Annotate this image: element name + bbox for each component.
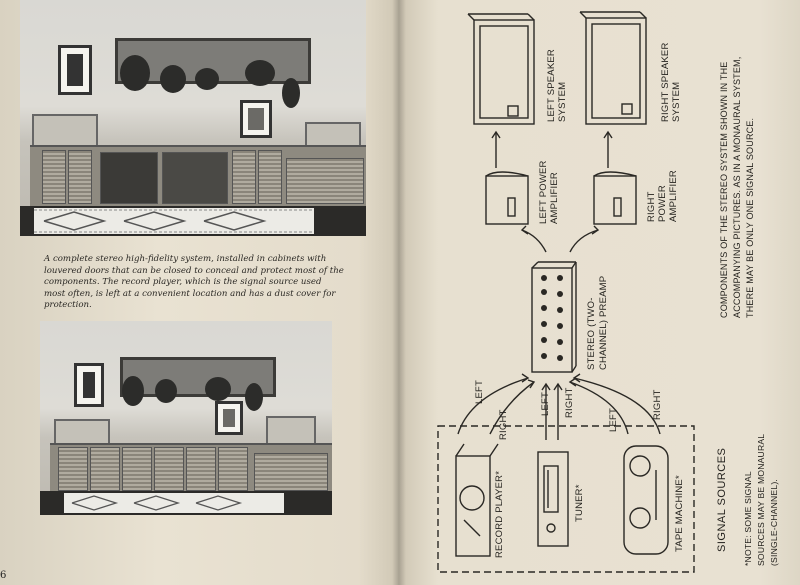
photo-caption: A complete stereo high-fidelity system, … — [44, 254, 344, 310]
components-note: COMPONENTS OF THE STEREO SYSTEM SHOWN IN… — [719, 56, 755, 318]
preamp-label: STEREO (TWO-CHANNEL) PREAMP — [586, 275, 609, 370]
arrow-label-right-1: RIGHT — [498, 409, 509, 440]
right-amp-label: RIGHT POWER AMPLIFIER — [646, 170, 679, 222]
page-number: 6 — [0, 570, 7, 581]
signal-sources-label: SIGNAL SOURCES — [716, 447, 728, 552]
left-speaker-label: LEFT SPEAKER SYSTEM — [546, 49, 568, 122]
stereo-block-diagram: LEFT SPEAKER SYSTEM RIGHT SPEAKER SYSTEM… — [398, 0, 800, 585]
right-speaker-label: RIGHT SPEAKER SYSTEM — [660, 42, 682, 123]
tape-machine-icon — [623, 445, 669, 555]
left-amp-box — [485, 171, 529, 225]
arrow-label-right-2: RIGHT — [564, 387, 575, 418]
record-player-icon — [455, 443, 499, 557]
photo-stereo-cabinets-closed — [40, 321, 332, 515]
tuner-label: TUNER* — [574, 484, 585, 522]
signal-sources-box — [437, 425, 695, 573]
footnote: *NOTE: SOME SIGNAL SOURCES MAY BE MONAUR… — [743, 434, 779, 566]
arrow-label-left-2: LEFT — [540, 391, 551, 416]
preamp-box — [531, 261, 577, 373]
tuner-icon — [537, 451, 569, 547]
book-gutter — [392, 0, 406, 585]
tape-machine-label: TAPE MACHINE* — [674, 475, 685, 552]
record-player-label: RECORD PLAYER* — [494, 470, 505, 558]
arrow-label-left-3: LEFT — [608, 407, 619, 432]
arrow-label-left-1: LEFT — [474, 379, 485, 404]
arrow-label-right-3: RIGHT — [652, 389, 663, 420]
left-amp-label: LEFT POWER AMPLIFIER — [538, 160, 560, 224]
left-speaker-box — [467, 13, 535, 125]
photo-stereo-cabinets-open — [20, 0, 366, 236]
right-speaker-box — [579, 11, 647, 125]
right-amp-box — [593, 171, 637, 225]
